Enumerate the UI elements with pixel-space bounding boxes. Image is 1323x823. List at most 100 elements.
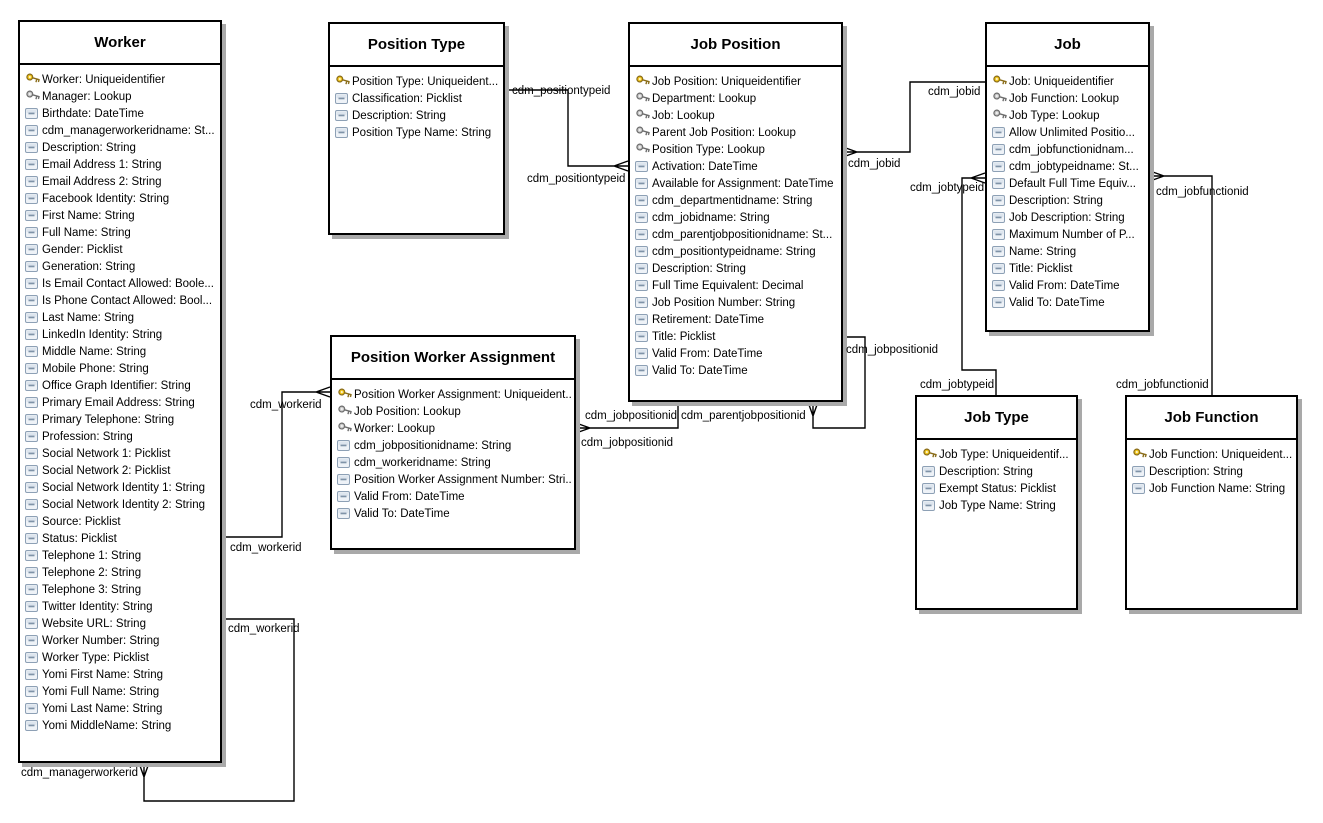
field-row[interactable]: Job Function Name: String	[1132, 480, 1293, 497]
field-row[interactable]: Is Phone Contact Allowed: Bool...	[25, 292, 217, 309]
field-row[interactable]: Default Full Time Equiv...	[992, 175, 1145, 192]
field-row[interactable]: Worker Type: Picklist	[25, 649, 217, 666]
field-row[interactable]: Maximum Number of P...	[992, 226, 1145, 243]
field-row[interactable]: Primary Telephone: String	[25, 411, 217, 428]
field-row[interactable]: Retirement: DateTime	[635, 311, 838, 328]
field-row[interactable]: Full Time Equivalent: Decimal	[635, 277, 838, 294]
field-row[interactable]: Activation: DateTime	[635, 158, 838, 175]
entity-job-type[interactable]: Job Type Job Type: Uniqueidentif...Descr…	[915, 395, 1078, 610]
field-row[interactable]: Full Name: String	[25, 224, 217, 241]
field-row[interactable]: Office Graph Identifier: String	[25, 377, 217, 394]
field-row[interactable]: Job Function: Uniqueident...	[1132, 446, 1293, 463]
field-row[interactable]: Worker: Lookup	[337, 420, 571, 437]
field-row[interactable]: Description: String	[635, 260, 838, 277]
field-row[interactable]: Job: Lookup	[635, 107, 838, 124]
field-row[interactable]: Valid From: DateTime	[337, 488, 571, 505]
entity-position-type[interactable]: Position Type Position Type: Uniqueident…	[328, 22, 505, 235]
field-row[interactable]: Position Worker Assignment Number: Stri.…	[337, 471, 571, 488]
field-row[interactable]: Social Network Identity 2: String	[25, 496, 217, 513]
field-row[interactable]: Telephone 2: String	[25, 564, 217, 581]
field-row[interactable]: cdm_workeridname: String	[337, 454, 571, 471]
field-row[interactable]: Job Function: Lookup	[992, 90, 1145, 107]
attribute-icon	[337, 491, 354, 502]
field-row[interactable]: Description: String	[1132, 463, 1293, 480]
field-row[interactable]: Job Type Name: String	[922, 497, 1073, 514]
field-row[interactable]: Website URL: String	[25, 615, 217, 632]
field-row[interactable]: Valid To: DateTime	[337, 505, 571, 522]
field-row[interactable]: cdm_jobpositionidname: String	[337, 437, 571, 454]
field-row[interactable]: Telephone 1: String	[25, 547, 217, 564]
field-row[interactable]: Primary Email Address: String	[25, 394, 217, 411]
field-row[interactable]: Parent Job Position: Lookup	[635, 124, 838, 141]
field-row[interactable]: Social Network Identity 1: String	[25, 479, 217, 496]
entity-job-position[interactable]: Job Position Job Position: Uniqueidentif…	[628, 22, 843, 402]
field-row[interactable]: Valid From: DateTime	[992, 277, 1145, 294]
field-row[interactable]: Classification: Picklist	[335, 90, 500, 107]
field-row[interactable]: Yomi First Name: String	[25, 666, 217, 683]
entity-position-worker-assignment[interactable]: Position Worker Assignment Position Work…	[330, 335, 576, 550]
field-row[interactable]: Is Email Contact Allowed: Boole...	[25, 275, 217, 292]
entity-job-function[interactable]: Job Function Job Function: Uniqueident..…	[1125, 395, 1298, 610]
field-row[interactable]: Title: Picklist	[635, 328, 838, 345]
field-row[interactable]: Department: Lookup	[635, 90, 838, 107]
field-row[interactable]: Birthdate: DateTime	[25, 105, 217, 122]
field-row[interactable]: Mobile Phone: String	[25, 360, 217, 377]
field-row[interactable]: Description: String	[25, 139, 217, 156]
field-row[interactable]: Job Type: Uniqueidentif...	[922, 446, 1073, 463]
field-row[interactable]: Email Address 2: String	[25, 173, 217, 190]
field-label: Allow Unlimited Positio...	[1009, 126, 1135, 139]
field-row[interactable]: Valid To: DateTime	[635, 362, 838, 379]
foreign-key-icon	[337, 405, 354, 418]
field-row[interactable]: Description: String	[992, 192, 1145, 209]
field-row[interactable]: Job Type: Lookup	[992, 107, 1145, 124]
field-row[interactable]: Job Position Number: String	[635, 294, 838, 311]
field-row[interactable]: Job Position: Lookup	[337, 403, 571, 420]
field-row[interactable]: Job Description: String	[992, 209, 1145, 226]
field-row[interactable]: Profession: String	[25, 428, 217, 445]
field-row[interactable]: cdm_jobtypeidname: St...	[992, 158, 1145, 175]
field-row[interactable]: Middle Name: String	[25, 343, 217, 360]
field-row[interactable]: Description: String	[922, 463, 1073, 480]
field-row[interactable]: Yomi MiddleName: String	[25, 717, 217, 734]
field-row[interactable]: Allow Unlimited Positio...	[992, 124, 1145, 141]
field-row[interactable]: Name: String	[992, 243, 1145, 260]
field-row[interactable]: Telephone 3: String	[25, 581, 217, 598]
field-row[interactable]: Social Network 1: Picklist	[25, 445, 217, 462]
field-row[interactable]: cdm_jobfunctionidnam...	[992, 141, 1145, 158]
field-row[interactable]: Position Type: Uniqueident...	[335, 73, 500, 90]
field-row[interactable]: cdm_positiontypeidname: String	[635, 243, 838, 260]
field-row[interactable]: Status: Picklist	[25, 530, 217, 547]
field-row[interactable]: Last Name: String	[25, 309, 217, 326]
field-row[interactable]: Description: String	[335, 107, 500, 124]
field-row[interactable]: Gender: Picklist	[25, 241, 217, 258]
field-row[interactable]: Twitter Identity: String	[25, 598, 217, 615]
field-row[interactable]: Yomi Full Name: String	[25, 683, 217, 700]
field-row[interactable]: Title: Picklist	[992, 260, 1145, 277]
field-row[interactable]: Position Type Name: String	[335, 124, 500, 141]
field-row[interactable]: Manager: Lookup	[25, 88, 217, 105]
field-row[interactable]: Position Type: Lookup	[635, 141, 838, 158]
field-row[interactable]: First Name: String	[25, 207, 217, 224]
field-row[interactable]: Exempt Status: Picklist	[922, 480, 1073, 497]
field-row[interactable]: LinkedIn Identity: String	[25, 326, 217, 343]
field-row[interactable]: Job Position: Uniqueidentifier	[635, 73, 838, 90]
field-row[interactable]: Generation: String	[25, 258, 217, 275]
field-row[interactable]: Facebook Identity: String	[25, 190, 217, 207]
field-row[interactable]: Available for Assignment: DateTime	[635, 175, 838, 192]
field-row[interactable]: cdm_jobidname: String	[635, 209, 838, 226]
field-row[interactable]: cdm_departmentidname: String	[635, 192, 838, 209]
field-row[interactable]: Source: Picklist	[25, 513, 217, 530]
field-row[interactable]: Valid To: DateTime	[992, 294, 1145, 311]
field-row[interactable]: Email Address 1: String	[25, 156, 217, 173]
field-row[interactable]: Valid From: DateTime	[635, 345, 838, 362]
field-row[interactable]: Yomi Last Name: String	[25, 700, 217, 717]
field-row[interactable]: Job: Uniqueidentifier	[992, 73, 1145, 90]
field-row[interactable]: Worker: Uniqueidentifier	[25, 71, 217, 88]
field-row[interactable]: Worker Number: String	[25, 632, 217, 649]
field-row[interactable]: cdm_parentjobpositionidname: St...	[635, 226, 838, 243]
field-row[interactable]: cdm_managerworkeridname: St...	[25, 122, 217, 139]
field-row[interactable]: Social Network 2: Picklist	[25, 462, 217, 479]
field-row[interactable]: Position Worker Assignment: Uniqueident.…	[337, 386, 571, 403]
